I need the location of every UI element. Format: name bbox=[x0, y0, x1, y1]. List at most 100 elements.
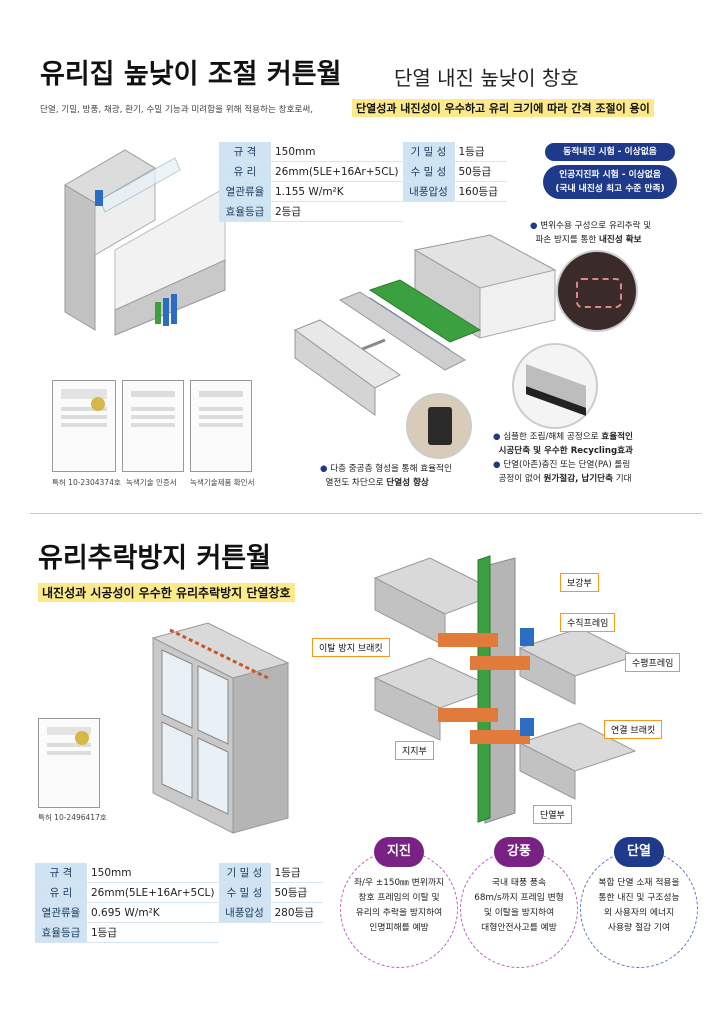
green-tech-certificate-image bbox=[122, 380, 184, 472]
spec-key: 규 격 bbox=[219, 142, 271, 162]
bullet-icon: ● bbox=[493, 432, 501, 442]
feature-line: 통한 내진 및 구조성능 bbox=[598, 893, 680, 903]
artificial-quake-badge: 인공지진파 시험 - 이상없음 (국내 내진성 최고 수준 만족) bbox=[543, 165, 677, 199]
spec-value: 26mm(5LE+16Ar+5CL) bbox=[87, 882, 219, 903]
section2-title: 유리추락방지 커튼월 bbox=[38, 543, 271, 574]
feature-line: 국내 태풍 풍속 bbox=[491, 878, 547, 888]
seismic-test-badge: 동적내진 시험 - 이상없음 bbox=[545, 143, 675, 161]
feature-earthquake-text: 좌/우 ±150㎜ 변위까지 창호 프레임의 이탈 및 유리의 추락을 방지하여… bbox=[340, 876, 458, 936]
spec-value: 2등급 bbox=[271, 201, 403, 222]
note-bold: 효율적인 bbox=[601, 432, 633, 442]
note-text: 기대 bbox=[612, 474, 632, 484]
note-bold: 내진성 확보 bbox=[599, 235, 642, 245]
patent-certificate-image-2 bbox=[38, 718, 100, 808]
callout-vertical-frame: 수직프레임 bbox=[560, 613, 616, 632]
feature-earthquake-title: 지진 bbox=[374, 837, 424, 867]
bullet-icon: ● bbox=[530, 221, 538, 231]
spec-value: 1등급 bbox=[87, 922, 219, 943]
spec-key: 기 밀 성 bbox=[402, 142, 455, 162]
section2-subtitle: 내진성과 시공성이 우수한 유리추락방지 단열창호 bbox=[38, 583, 295, 602]
spec-value: 0.695 W/m²K bbox=[87, 902, 219, 923]
section2-spec-table: 규 격 150mm 기 밀 성 1등급 유 리 26mm(5LE+16Ar+5C… bbox=[35, 863, 323, 943]
patent-caption-2: 특허 10-2496417호 bbox=[38, 813, 107, 822]
spec-value: 150mm bbox=[87, 863, 219, 883]
section1-description: 단열, 기밀, 방풍, 채광, 환기, 수밀 기능과 미려함을 위해 적용하는 … bbox=[40, 105, 313, 115]
note-text: 심플한 조립/해체 공정으로 bbox=[503, 432, 602, 442]
spec-key: 규 격 bbox=[35, 863, 87, 883]
feature-line: 외 사용자의 에너지 bbox=[603, 908, 675, 918]
spec-key: 유 리 bbox=[35, 882, 87, 903]
callout-support: 지지부 bbox=[395, 741, 434, 760]
spec-key: 내풍압성 bbox=[402, 181, 455, 202]
spec-key: 유 리 bbox=[219, 161, 271, 182]
badge-line: 인공지진파 시험 - 이상없음 bbox=[559, 170, 661, 180]
spec-key: 수 밀 성 bbox=[218, 882, 271, 903]
callout-horizontal-frame: 수평프레임 bbox=[625, 653, 681, 672]
spec-value: 26mm(5LE+16Ar+5CL) bbox=[271, 161, 403, 182]
note-seismic: ● 변위수용 구성으로 유리추락 및 파손 방지를 통한 내진성 확보 bbox=[530, 219, 651, 247]
curtainwall-corner-illustration bbox=[64, 149, 226, 336]
spec-value: 160등급 bbox=[454, 181, 507, 202]
callout-insulation: 단열부 bbox=[533, 805, 572, 824]
note-text: 단열(아존)충진 또는 단열(PA) 롤링 bbox=[503, 460, 631, 470]
note-text: 다층 중공층 형성을 통해 효율적인 bbox=[330, 464, 452, 474]
frame-zoom-circle bbox=[512, 343, 598, 429]
feature-line: 인명피해를 예방 bbox=[369, 923, 429, 933]
callout-connect-bracket: 연결 브래킷 bbox=[604, 720, 663, 739]
detail-zoom-circle bbox=[556, 250, 638, 332]
feature-wind-title: 강풍 bbox=[494, 837, 544, 867]
badge-line: (국내 내진성 최고 수준 만족) bbox=[555, 184, 665, 194]
note-text: 공정이 없어 bbox=[498, 474, 544, 484]
bullet-icon: ● bbox=[320, 464, 328, 474]
curtainwall-window-illustration bbox=[151, 622, 290, 834]
section1-subtitle: 단열 내진 높낮이 창호 bbox=[394, 66, 579, 90]
feature-line: 좌/우 ±150㎜ 변위까지 bbox=[353, 878, 445, 888]
patent-caption: 특허 10-2304374호 bbox=[52, 478, 121, 487]
spec-value: 1.155 W/m²K bbox=[271, 181, 403, 202]
note-bold: 원가절감, 납기단축 bbox=[543, 474, 613, 484]
note-assembly: ● 심플한 조립/해체 공정으로 효율적인 시공단축 및 우수한 Recycli… bbox=[493, 430, 633, 458]
note-bold: 시공단축 및 우수한 Recycling효과 bbox=[498, 446, 633, 456]
section1-title: 유리집 높낮이 조절 커튼월 bbox=[40, 59, 342, 90]
spec-key: 내풍압성 bbox=[218, 902, 271, 923]
feature-line: 창호 프레임의 이탈 및 bbox=[358, 893, 440, 903]
feature-line: 및 이탈을 방지하여 bbox=[483, 908, 555, 918]
spec-key: 열관류율 bbox=[219, 181, 271, 202]
spec-value: 1등급 bbox=[454, 142, 507, 162]
callout-reinforce: 보강부 bbox=[560, 573, 599, 592]
feature-insulation-text: 복합 단열 소재 적용을 통한 내진 및 구조성능 외 사용자의 에너지 사용량… bbox=[580, 876, 698, 936]
feature-line: 68m/s까지 프레임 변형 bbox=[474, 893, 564, 903]
spec-key: 효율등급 bbox=[219, 201, 271, 222]
spec-value: 1등급 bbox=[270, 863, 323, 883]
bullet-icon: ● bbox=[493, 460, 501, 470]
spec-key: 수 밀 성 bbox=[402, 161, 455, 182]
green-tech-caption: 녹색기술 인증서 bbox=[126, 478, 177, 487]
note-insulation: ● 다층 중공층 형성을 통해 효율적인 열전도 차단으로 단열성 향상 bbox=[320, 462, 452, 490]
section-divider bbox=[30, 513, 702, 514]
note-text: 열전도 차단으로 bbox=[325, 478, 387, 488]
green-product-caption: 녹색기술제품 확인서 bbox=[190, 478, 255, 487]
section1-spec-table: 규 격 150mm 기 밀 성 1등급 유 리 26mm(5LE+16Ar+5C… bbox=[219, 142, 507, 222]
feature-insulation-title: 단열 bbox=[614, 837, 664, 867]
note-cost: ● 단열(아존)충진 또는 단열(PA) 롤링 공정이 없어 원가절감, 납기단… bbox=[493, 458, 632, 486]
exploded-profile-illustration bbox=[293, 234, 557, 416]
spec-value: 280등급 bbox=[270, 902, 323, 923]
spec-value: 50등급 bbox=[270, 882, 323, 903]
feature-line: 복합 단열 소재 적용을 bbox=[598, 878, 680, 888]
spec-value: 150mm bbox=[271, 142, 403, 162]
note-text: 파손 방지를 통한 bbox=[535, 235, 600, 245]
callout-detach-bracket: 이탈 방지 브래킷 bbox=[312, 638, 390, 657]
note-text: 변위수용 구성으로 유리추락 및 bbox=[540, 221, 652, 231]
note-bold: 단열성 향상 bbox=[386, 478, 429, 488]
spec-key: 열관류율 bbox=[35, 902, 87, 923]
feature-line: 유리의 추락을 방지하여 bbox=[355, 908, 443, 918]
spec-key: 효율등급 bbox=[35, 922, 87, 943]
fall-prevention-structure-illustration bbox=[373, 555, 637, 824]
spec-value: 50등급 bbox=[454, 161, 507, 182]
spec-key: 기 밀 성 bbox=[218, 863, 271, 883]
green-product-certificate-image bbox=[190, 380, 252, 472]
feature-line: 사용량 절감 기여 bbox=[607, 923, 671, 933]
feature-line: 대형안전사고를 예방 bbox=[481, 923, 557, 933]
gasket-zoom-circle bbox=[406, 393, 472, 459]
patent-certificate-image bbox=[52, 380, 116, 472]
